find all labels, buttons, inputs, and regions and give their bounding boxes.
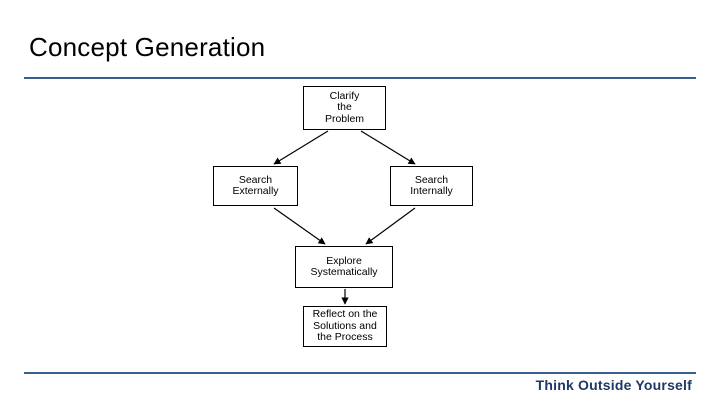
node-label: Search Internally — [410, 173, 453, 197]
node-label: Search Externally — [232, 173, 279, 197]
footer-tagline: Think Outside Yourself — [535, 377, 692, 393]
flowchart-connectors — [273, 130, 416, 305]
node-search-internally: Search Internally — [390, 166, 473, 206]
title-divider — [24, 77, 696, 79]
node-explore-systematically: Explore Systematically — [295, 246, 393, 288]
node-clarify-the-problem: Clarify the Problem — [303, 86, 386, 130]
node-label: Explore Systematically — [310, 254, 378, 278]
concept-generation-flowchart: Clarify the Problem Search Externally Se… — [200, 82, 500, 352]
node-label: Reflect on the Solutions and the Process — [312, 308, 378, 344]
node-search-externally: Search Externally — [213, 166, 298, 206]
page-title: Concept Generation — [29, 32, 266, 62]
node-reflect-on-solutions: Reflect on the Solutions and the Process — [303, 306, 387, 347]
node-label: Clarify the Problem — [324, 89, 365, 125]
footer-divider — [24, 372, 696, 374]
